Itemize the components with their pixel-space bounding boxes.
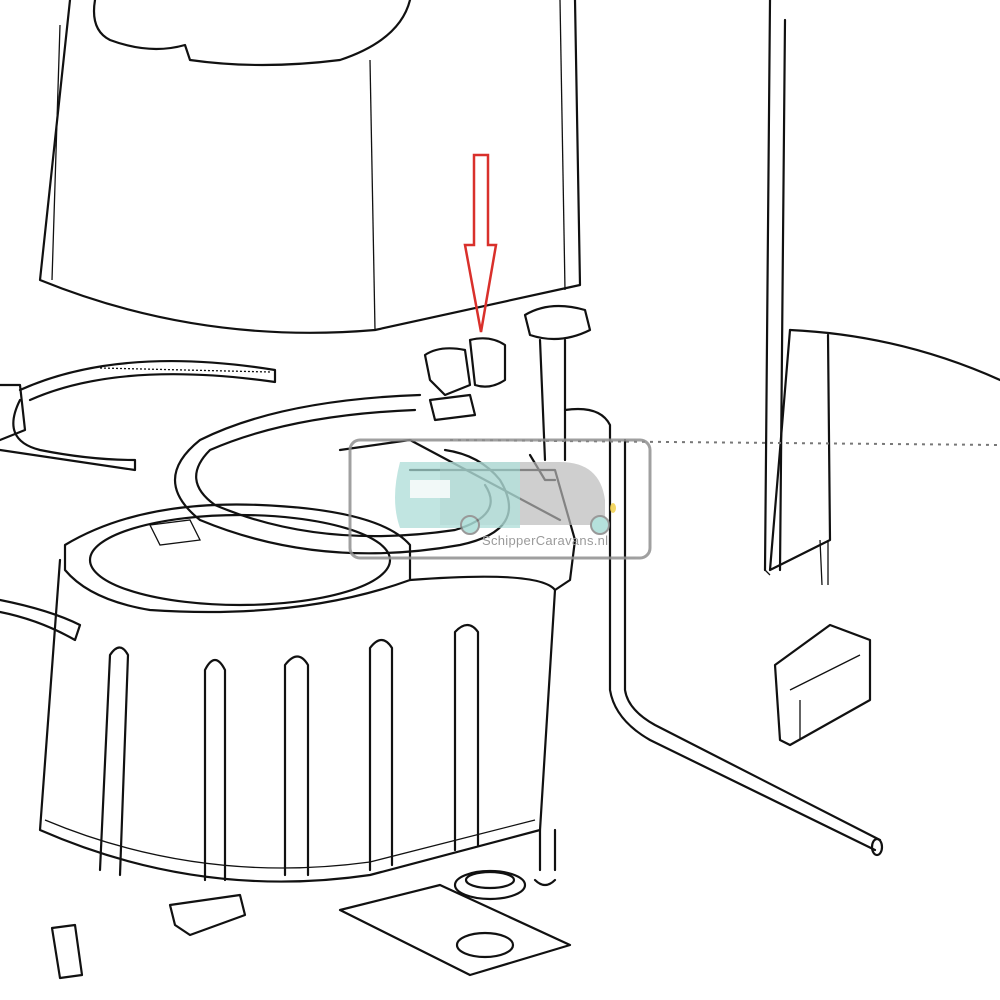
bracket (773, 623, 872, 747)
side-wall (763, 0, 1000, 586)
highlight-arrow (463, 153, 498, 333)
watermark-logo (348, 438, 652, 560)
valve-assembly (423, 304, 612, 482)
watermark-text: SchipperCaravans.nl (482, 533, 609, 548)
clamp-ring (0, 359, 277, 472)
top-cover (38, 0, 582, 334)
small-parts (50, 869, 572, 980)
guide-line (449, 439, 1000, 446)
